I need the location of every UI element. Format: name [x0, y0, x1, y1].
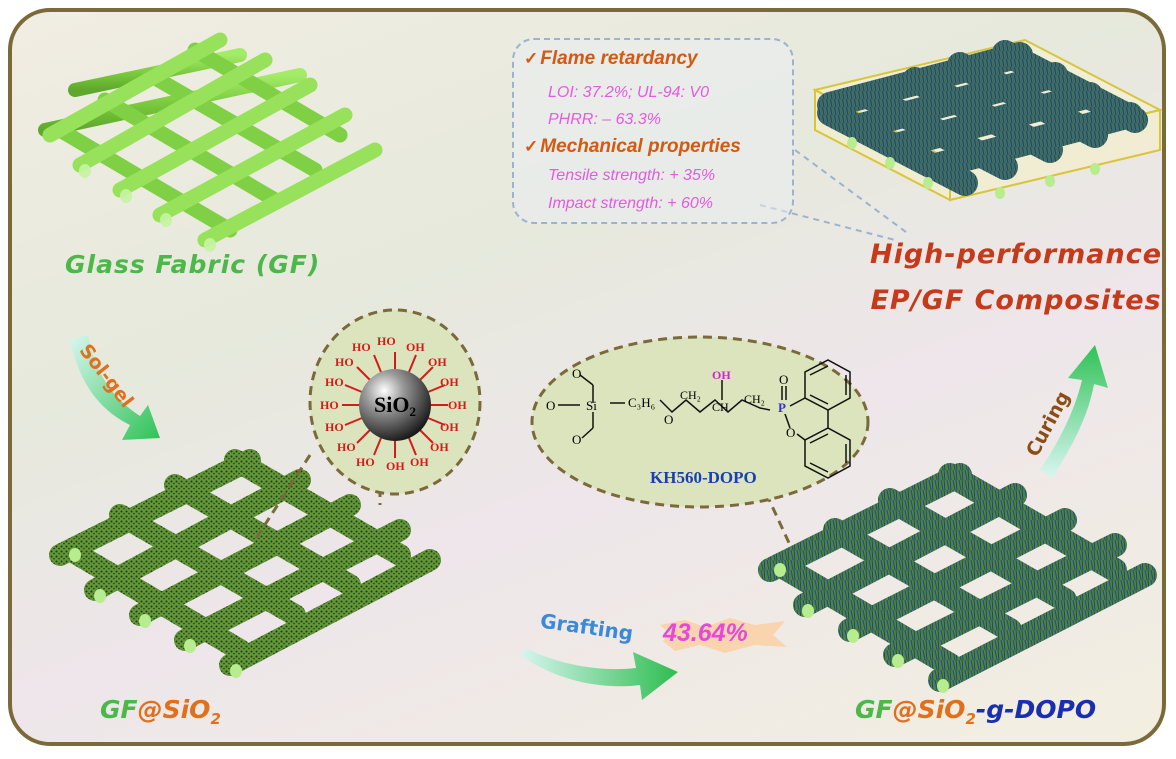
mech-item-1: Tensile strength: + 35%	[548, 167, 716, 184]
hydroxyl-label-right-1: OH	[440, 375, 459, 389]
hydroxyl-label-top-left: HO	[352, 340, 371, 354]
final-sub: 2	[965, 710, 976, 728]
mech-item-2: Impact strength: + 60%	[548, 195, 713, 212]
flame-retardancy-title: Flame retardancy	[540, 48, 698, 69]
hydroxyl-label-bottom: OH	[386, 459, 405, 473]
hydroxyl-label-bottom-left: HO	[356, 455, 375, 469]
silicon-atom: Si	[586, 398, 597, 413]
final-suffix: -g-DOPO	[975, 695, 1097, 724]
hydroxyl-label-top-right: OH	[406, 340, 425, 354]
glass-fabric	[38, 32, 383, 252]
grafting-ratio-value: 43.64%	[663, 619, 748, 647]
phosphorus-atom: P	[778, 400, 786, 415]
hydroxyl-label-lower-left: HO	[337, 440, 356, 454]
composite-label-line-1: High-performance	[870, 239, 1163, 270]
flame-check-icon: ✓	[524, 49, 539, 68]
hydroxyl-label-right-3: OH	[440, 420, 459, 434]
hydroxyl-label-right-2: OH	[448, 398, 467, 412]
molecule-bonds	[558, 359, 851, 479]
grafting-arrow	[520, 648, 678, 700]
gf-sio2-sub: 2	[210, 710, 221, 728]
glass-fabric-label: Glass Fabric (GF)	[65, 250, 321, 279]
properties-box: ✓Flame retardancy LOI: 37.2%; UL-94: V0 …	[512, 38, 794, 224]
composite-block	[812, 38, 1163, 202]
molecule-zoom-bubble	[530, 335, 870, 509]
methoxy-o-top: O	[572, 366, 582, 381]
grafting-ratio-burst-shape	[660, 618, 787, 653]
gf-sio2-sio: SiO	[162, 695, 211, 724]
hydroxyl-label-upper-left: HO	[335, 355, 354, 369]
flame-item-1: LOI: 37.2%; UL-94: V0	[548, 84, 709, 101]
methoxy-o-left: O	[546, 398, 556, 413]
ether-oxygen: O	[664, 412, 674, 427]
dopo-grafted-fabric	[758, 463, 1157, 693]
composite-label: High-performance EP/GF Composites	[870, 232, 1162, 324]
gf-sio2-prefix: GF	[100, 695, 138, 724]
silica-core-label: SiO2	[362, 392, 428, 420]
methylene-2: CH₂	[744, 392, 765, 406]
final-prefix: GF	[855, 695, 893, 724]
molecule-zoom-connector	[758, 479, 792, 546]
hydroxyl-label-lower-right: OH	[430, 440, 449, 454]
ring-oxygen: O	[786, 425, 796, 440]
hydroxyl-label-upper-right: OH	[428, 355, 447, 369]
grafting-ratio-burst: 43.64%	[655, 615, 790, 655]
curing-arrow	[1040, 345, 1108, 478]
gf-sio2-dopo-label: GF@SiO2-g-DOPO	[855, 695, 1096, 728]
hydroxyl-label-bottom-right: OH	[410, 455, 429, 469]
silica-coated-fabric	[49, 449, 441, 678]
composite-label-line-2: EP/GF Composites	[870, 285, 1162, 316]
mechanical-title: Mechanical properties	[540, 136, 741, 157]
final-sio: SiO	[917, 695, 966, 724]
silica-core-subscript: 2	[409, 404, 416, 420]
silica-core-text: SiO	[374, 392, 410, 417]
propyl-group: C₃H₆	[628, 395, 656, 410]
silica-hydroxyl-bonds	[342, 352, 448, 458]
gf-sio2-at: @	[137, 695, 163, 724]
final-at: @	[892, 695, 918, 724]
hydroxyl-label-left-3: HO	[325, 420, 344, 434]
phosphoryl-oxygen: O	[779, 372, 789, 387]
silica-sphere	[359, 369, 431, 441]
sol-gel-arrow	[70, 335, 160, 440]
hydroxyl-label-left-1: HO	[325, 375, 344, 389]
methylene-1: CH₂	[680, 388, 701, 402]
hydroxyl-label-left-2: HO	[320, 398, 339, 412]
gf-sio2-label: GF@SiO2	[100, 695, 221, 728]
molecule-name: KH560-DOPO	[650, 468, 757, 487]
methine: CH	[712, 400, 729, 414]
flame-retardancy-heading: ✓Flame retardancy	[524, 48, 698, 70]
flame-item-2: PHRR: – 63.3%	[548, 111, 661, 128]
hydroxyl-group: OH	[712, 368, 731, 382]
mechanical-check-icon: ✓	[524, 137, 539, 156]
hydroxyl-label-top: HO	[377, 334, 396, 348]
methoxy-o-bottom: O	[572, 432, 582, 447]
mechanical-heading: ✓Mechanical properties	[524, 136, 741, 158]
